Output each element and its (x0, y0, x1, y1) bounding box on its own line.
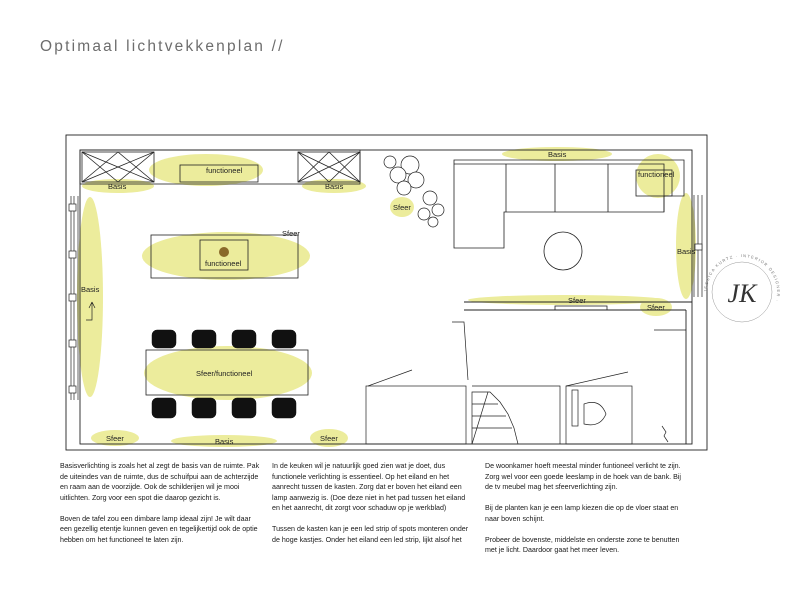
text-column-keuken: In de keuken wil je natuurlijk goed zien… (272, 461, 472, 556)
label-basis-top-mid: Basis (325, 182, 344, 191)
paragraph: Basisverlichting is zoals het al zegt de… (60, 462, 260, 502)
zone-basis-top-mid (302, 179, 366, 193)
plants (383, 155, 445, 228)
text-column-woonkamer: De woonkamer hoeft meestal minder funtio… (485, 461, 685, 566)
label-basis-top-left: Basis (108, 182, 127, 191)
dining-chairs (151, 329, 297, 419)
label-sfeer-bottom-mid: Sfeer (320, 434, 338, 443)
label-functioneel-corner: functioneel (638, 170, 675, 179)
label-sfeer-island: Sfeer (282, 229, 300, 238)
label-sfeer-plants: Sfeer (393, 203, 411, 212)
zone-basis-top-left (82, 179, 154, 193)
label-basis-left: Basis (81, 285, 100, 294)
zone-sfeer-mid-right (640, 298, 672, 316)
logo-monogram: JK (728, 279, 759, 308)
zone-sfeer-bottom-mid (310, 429, 348, 447)
paragraph: In de keuken wil je natuurlijk goed zien… (272, 462, 466, 513)
zone-basis-right (676, 193, 696, 299)
label-sfeer-mid: Sfeer (568, 296, 586, 305)
zone-basis-left (77, 197, 103, 397)
kitchen-island (150, 234, 299, 279)
label-functioneel-top: functioneel (206, 166, 243, 175)
living-furniture (453, 159, 685, 311)
paragraph: Probeer de bovenste, middelste en onders… (485, 535, 680, 555)
text-column-basis: Basisverlichting is zoals het al zegt de… (60, 461, 260, 556)
zone-sfeer-plants (390, 197, 414, 217)
label-basis-right: Basis (677, 247, 696, 256)
light-zones (77, 147, 696, 447)
label-sfeer-functioneel-table: Sfeer/functioneel (196, 369, 253, 378)
right-window (693, 195, 703, 297)
zone-sfeer-bottom-left (91, 430, 139, 446)
left-window (68, 196, 96, 400)
kitchen-cabinets (79, 149, 361, 185)
paragraph: Tussen de kasten kan je een led strip of… (272, 525, 469, 544)
page-title: Optimaal lichtvekkenplan // (40, 38, 285, 55)
label-sfeer-mid-right: Sfeer (647, 303, 665, 312)
zone-basis-top-right (502, 147, 612, 161)
zone-functioneel-top (149, 154, 263, 186)
label-basis-bottom: Basis (215, 437, 234, 446)
paragraph: Bij de planten kan je een lamp kiezen di… (485, 504, 679, 523)
designer-logo: JESSICA KURTZ · INTERIOR DESIGNER · JK (703, 253, 780, 323)
zone-sfeer-mid (468, 295, 664, 305)
zone-functioneel-corner (636, 154, 680, 198)
zone-sfeer-functioneel-table (144, 346, 312, 400)
paragraph: Boven de tafel zou een dimbare lamp idea… (60, 514, 258, 544)
dining-table (145, 349, 309, 396)
label-basis-top-right: Basis (548, 150, 567, 159)
paragraph: De woonkamer hoeft meestal minder funtio… (485, 462, 681, 492)
label-functioneel-island: functioneel (205, 259, 242, 268)
stairs-bathroom (365, 321, 686, 445)
label-sfeer-bottom-left: Sfeer (106, 434, 124, 443)
